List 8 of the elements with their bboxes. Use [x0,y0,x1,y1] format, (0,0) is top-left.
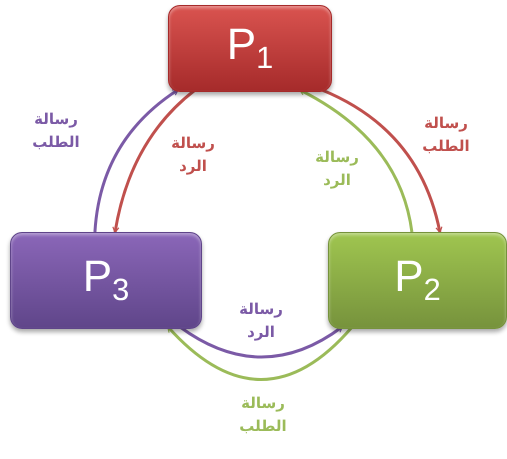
process-label: P$_{2}$ [394,254,441,306]
process-label: P$_{3}$ [82,254,130,306]
curved-arrow [321,88,442,234]
curved-arrow [93,88,179,232]
process-box [10,232,202,329]
process-box [168,5,332,92]
process-box [328,232,507,329]
process-label: P$_{1}$ [226,22,274,74]
